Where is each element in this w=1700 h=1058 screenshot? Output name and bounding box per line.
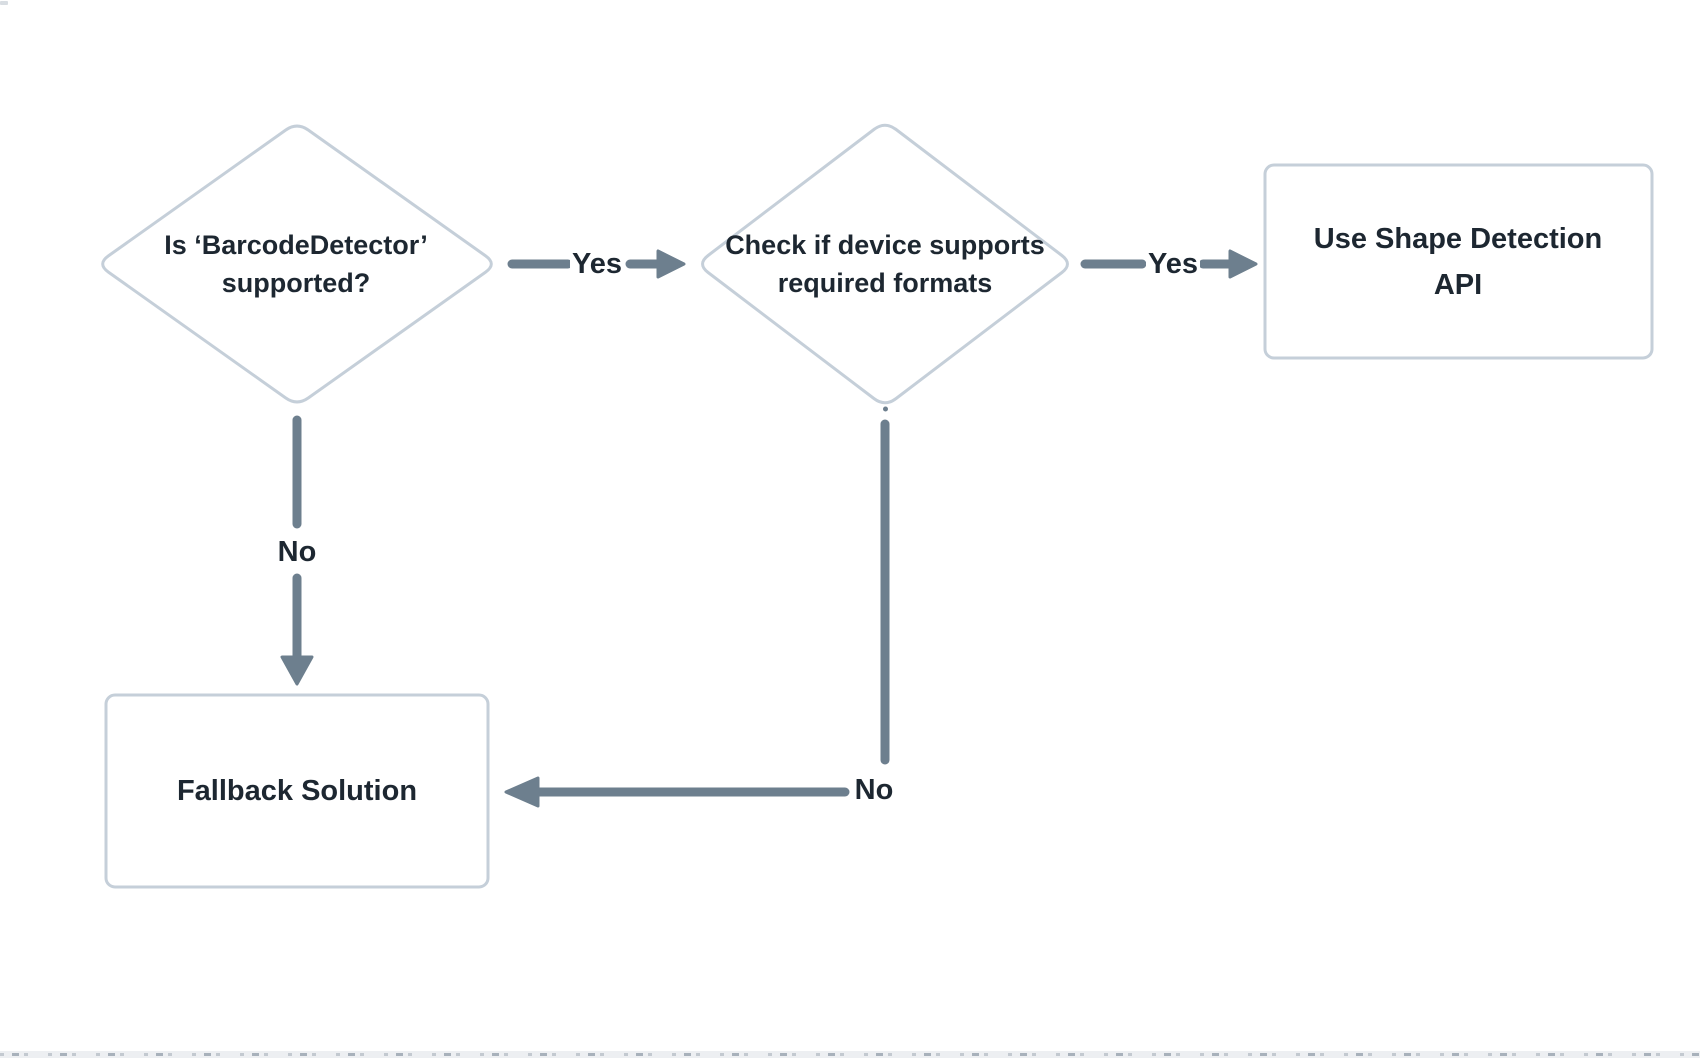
node-label-use-shape-detection: Use Shape Detection API xyxy=(1313,223,1603,301)
edge-no-to-fallback-1 xyxy=(280,415,314,686)
edge-no-to-fallback-2 xyxy=(504,406,890,808)
edge-label-no-1: No xyxy=(275,536,319,568)
decision-node-barcode-supported xyxy=(101,124,493,404)
process-node-use-shape-detection xyxy=(1263,163,1654,360)
edge-yes-1-arrowhead xyxy=(656,249,686,279)
bottom-edge-strip xyxy=(0,1051,1700,1058)
top-left-speck xyxy=(0,1,8,5)
process-node-fallback xyxy=(104,693,490,889)
edge-yes-to-formats xyxy=(507,249,686,279)
edge-no-1-arrowhead xyxy=(280,655,314,686)
node-label-formats: Check if device supports required format… xyxy=(725,230,1045,298)
edge-label-no-2: No xyxy=(852,774,896,806)
edge-yes-2-arrowhead xyxy=(1228,249,1258,279)
decision-node-formats xyxy=(701,123,1069,405)
edge-no-2-joint-dot xyxy=(883,406,888,412)
node-label-barcode-supported: Is ‘BarcodeDetector’ supported? xyxy=(164,230,428,298)
node-label-fallback: Fallback Solution xyxy=(176,775,418,807)
edge-label-yes-1: Yes xyxy=(570,248,624,280)
edge-no-2-arrowhead xyxy=(504,776,540,808)
edge-yes-to-shape-api xyxy=(1080,249,1258,279)
bottom-edge-strip-marks xyxy=(0,1053,1700,1056)
edge-label-yes-2: Yes xyxy=(1146,248,1200,280)
